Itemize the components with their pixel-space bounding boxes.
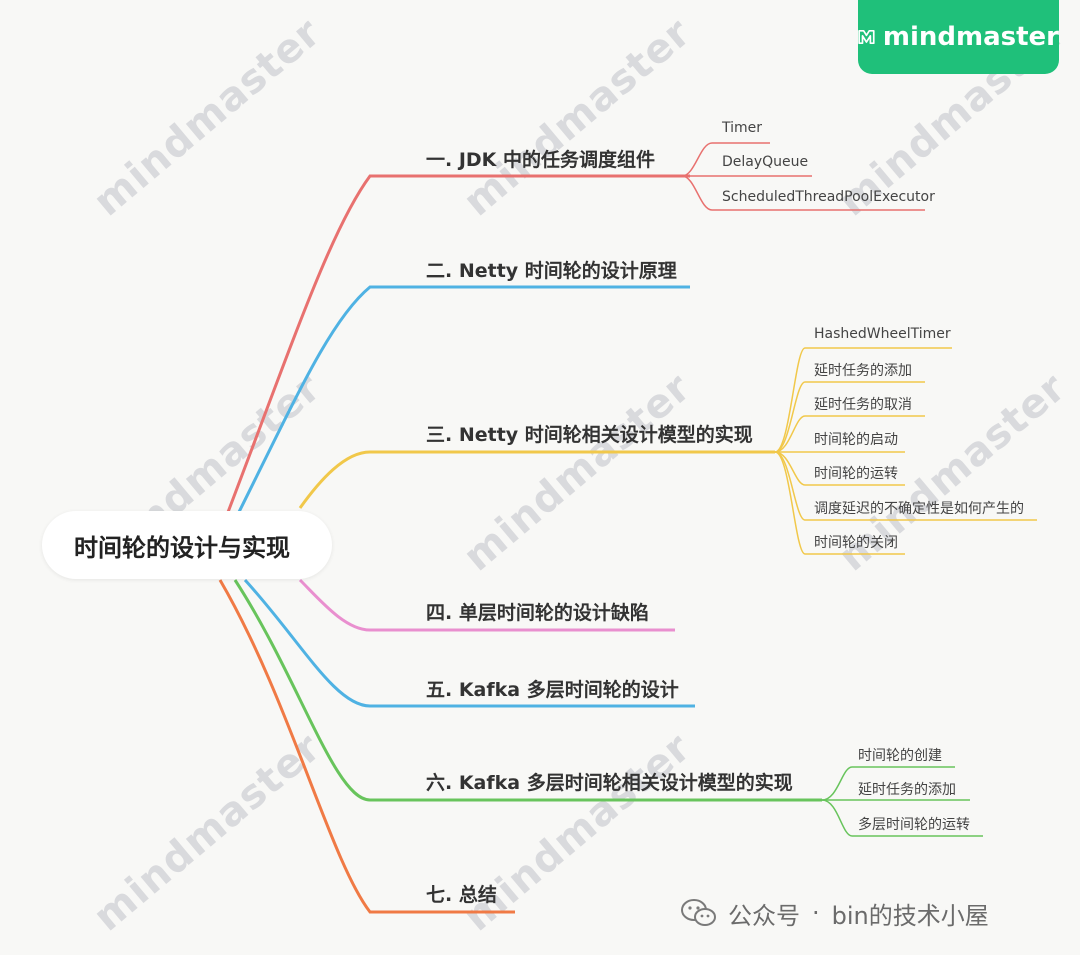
leaf-node[interactable]: HashedWheelTimer (814, 326, 951, 342)
leaf-node[interactable]: 时间轮的启动 (814, 432, 898, 448)
connector-branch-5 (243, 578, 695, 708)
leaf-node[interactable]: 调度延迟的不确定性是如何产生的 (814, 501, 1024, 517)
leaf-node[interactable]: 时间轮的运转 (814, 466, 898, 482)
leaf-node[interactable]: 时间轮的创建 (858, 748, 942, 764)
connector-branch-1 (223, 174, 690, 521)
leaf-node[interactable]: 延时任务的添加 (858, 782, 956, 798)
connector-branch-3 (298, 450, 775, 509)
leaf-connectors-branch-3 (774, 347, 1037, 555)
branch-node-5[interactable]: 五. Kafka 多层时间轮的设计 (426, 679, 679, 701)
branch-node-4[interactable]: 四. 单层时间轮的设计缺陷 (426, 602, 649, 624)
connector-branch-4 (298, 578, 675, 632)
brand-name: mindmaster (882, 22, 1059, 52)
leaf-node[interactable]: 延时任务的取消 (814, 397, 912, 413)
root-label: 时间轮的设计与实现 (74, 533, 290, 562)
connector-branch-2 (233, 285, 690, 521)
footer-account-label: 公众号 (728, 901, 800, 930)
leaf-node[interactable]: 延时任务的添加 (814, 363, 912, 379)
leaf-connectors-branch-1 (681, 142, 925, 211)
root-node[interactable]: 时间轮的设计与实现 (42, 511, 332, 579)
branch-node-2[interactable]: 二. Netty 时间轮的设计原理 (426, 260, 677, 282)
footer-attribution: 公众号 · bin的技术小屋 (680, 893, 989, 933)
wechat-icon (681, 899, 716, 926)
leaf-node[interactable]: Timer (722, 120, 763, 136)
brand-badge: mindmaster (858, 0, 1059, 74)
connector-branch-7 (218, 579, 515, 914)
branch-node-1[interactable]: 一. JDK 中的任务调度组件 (426, 149, 656, 171)
branch-node-7[interactable]: 七. 总结 (426, 884, 497, 906)
footer-author-name: bin的技术小屋 (831, 901, 989, 930)
leaf-node[interactable]: DelayQueue (722, 154, 809, 170)
leaf-node[interactable]: 时间轮的关闭 (814, 535, 898, 551)
branch-node-6[interactable]: 六. Kafka 多层时间轮相关设计模型的实现 (426, 772, 793, 794)
leaf-node[interactable]: ScheduledThreadPoolExecutor (722, 189, 935, 205)
leaf-connectors-branch-6 (821, 766, 983, 837)
footer-separator: · (812, 899, 820, 927)
connector-branch-6 (233, 579, 822, 802)
leaf-node[interactable]: 多层时间轮的运转 (858, 817, 970, 833)
mindmaster-logo-icon (858, 29, 875, 45)
branch-node-3[interactable]: 三. Netty 时间轮相关设计模型的实现 (426, 424, 753, 446)
